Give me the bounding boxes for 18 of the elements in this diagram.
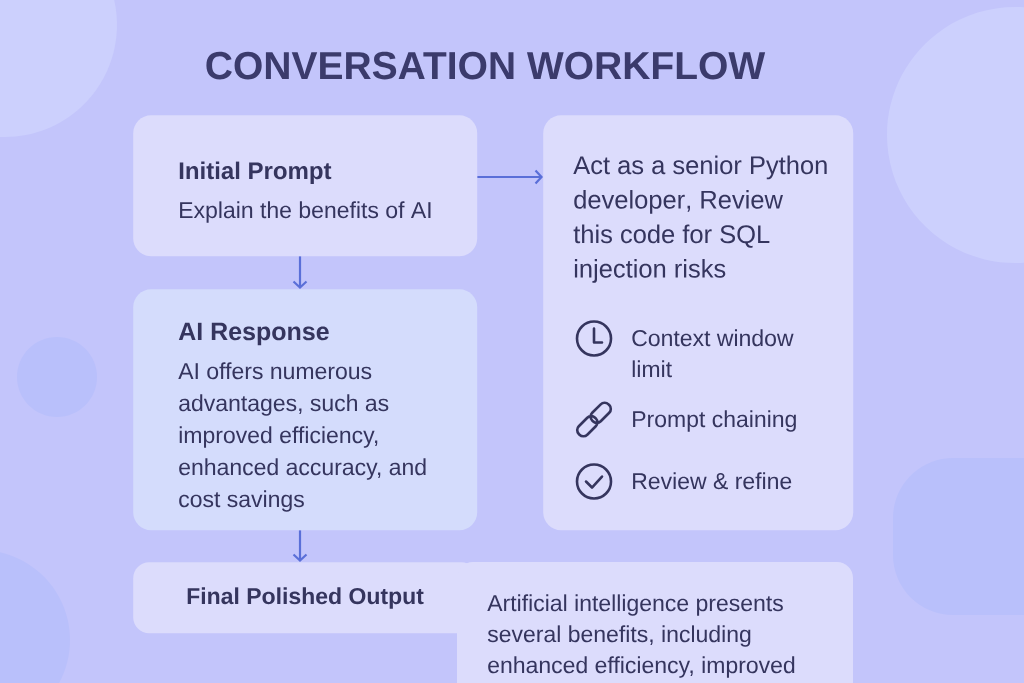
heading: AI Response	[178, 322, 329, 346]
card	[133, 562, 853, 683]
card	[133, 115, 478, 257]
body-text: Artificial intelligence presents several benefits, including enhanced efficiency, improved	[487, 594, 795, 678]
heading: Initial Prompt	[179, 161, 332, 184]
arrow	[477, 169, 543, 185]
heading: Final Polished Output	[187, 587, 424, 609]
body-text: AI offers numerous advantages, such as improved efficiency, enhanced accuracy, and cost savings	[178, 362, 426, 512]
arrow	[292, 256, 308, 289]
list-item: Review & refine	[633, 472, 792, 490]
card	[133, 289, 478, 531]
card	[543, 115, 854, 531]
body-text: Explain the benefits of AI	[180, 201, 431, 223]
body-text: Act as a senior Python developer, Review this code for SQL injection risks	[573, 155, 827, 283]
arrow	[292, 530, 308, 562]
list-item: Prompt chaining	[633, 410, 796, 432]
list-item: Context window limit	[632, 329, 794, 378]
title: CONVERSATION WORKFLOW	[206, 51, 766, 80]
